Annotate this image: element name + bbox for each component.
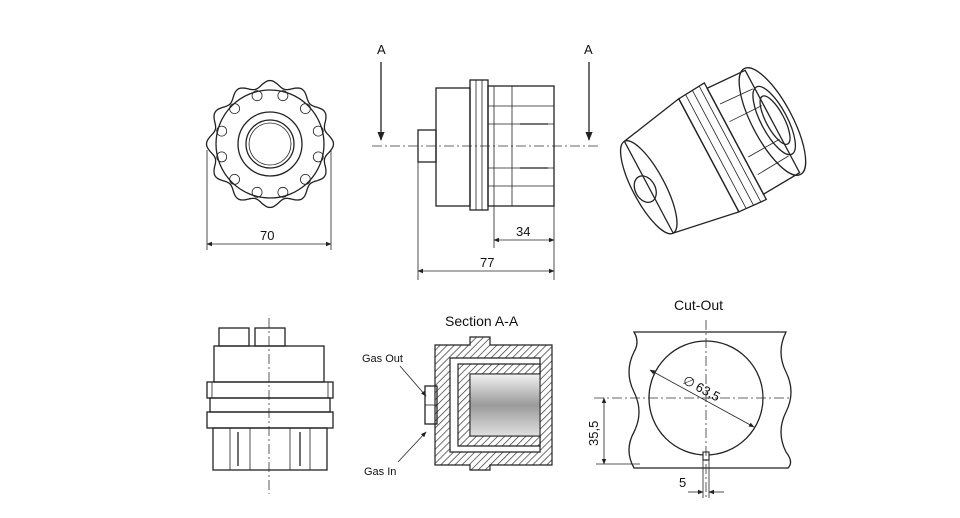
knob-notch (229, 173, 241, 185)
knob-notch (299, 173, 311, 185)
side-view: A A 34 77 (372, 42, 598, 280)
knob-notch (216, 125, 228, 137)
knob-notch (277, 90, 289, 102)
bottom-side-view (206, 318, 334, 494)
knob-notch (312, 151, 324, 163)
dim-34-label: 34 (516, 224, 530, 239)
dim-line-63-5 (649, 369, 755, 428)
section-title: Section A-A (445, 313, 519, 329)
section-view: Section A-A Gas Out Gas In (362, 313, 553, 478)
dim-35-5-label: 35,5 (586, 421, 601, 446)
dim-70-label: 70 (260, 228, 274, 243)
dim-77-label: 77 (480, 255, 494, 270)
front-lobes (205, 79, 335, 209)
cutout-title: Cut-Out (674, 297, 723, 313)
cutout-view: Cut-Out ∅63,5 35,5 5 (586, 297, 792, 500)
knob-notch (251, 90, 263, 102)
knob-notch (216, 151, 228, 163)
gas-out-label: Gas Out (362, 353, 403, 365)
isometric-view (619, 67, 807, 235)
knob-notch (299, 103, 311, 114)
front-view: 70 (205, 79, 335, 250)
gas-in-label: Gas In (364, 466, 396, 478)
dim-63-5-label: ∅63,5 (681, 372, 723, 404)
knob-notch (277, 186, 289, 198)
knob-notch (312, 125, 324, 137)
knob-notch (229, 103, 241, 114)
section-mark-right: A (584, 42, 593, 57)
knob-notch (251, 186, 263, 198)
section-mark-left: A (377, 42, 386, 57)
dim-5-label: 5 (679, 475, 686, 490)
